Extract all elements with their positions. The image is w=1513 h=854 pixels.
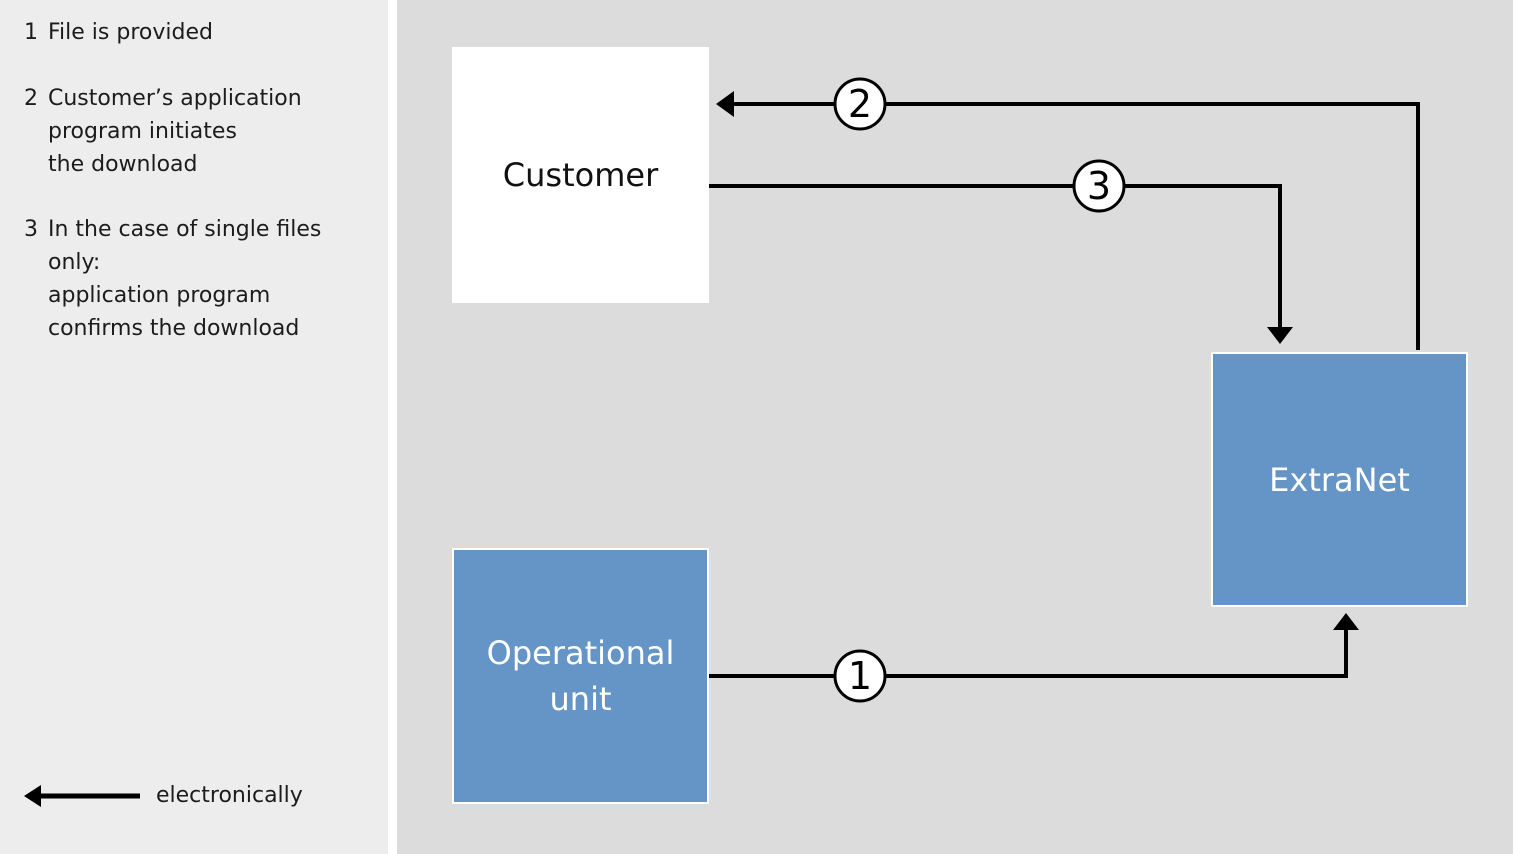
arrow-left-icon (24, 785, 140, 807)
extranet-node: ExtraNet (1211, 352, 1468, 607)
step-circle-number: 2 (847, 82, 873, 126)
step-circle-1: 1 (835, 651, 885, 701)
step-number: 3 (24, 217, 38, 242)
step-circle-number: 1 (847, 654, 873, 698)
step-number: 1 (24, 20, 38, 45)
step-circle-3: 3 (1074, 161, 1124, 211)
edge-2-arrow (716, 91, 1420, 350)
step-circle-2: 2 (835, 79, 885, 129)
operational-unit-node: Operational unit (452, 548, 709, 804)
step-text: File is provided (48, 20, 213, 45)
step-circle-1-ring (833, 649, 887, 703)
step-circle-3-ring (1072, 159, 1126, 213)
edge-1-arrow (709, 613, 1359, 678)
edge-3-arrow (709, 184, 1293, 344)
legend-arrow-label: electronically (156, 783, 303, 808)
step-number: 2 (24, 86, 38, 111)
step-circle-2-ring (833, 77, 887, 131)
customer-node: Customer (452, 47, 709, 303)
step-circle-number: 3 (1086, 164, 1112, 208)
step-text: Customer’s application program initiates… (48, 86, 302, 177)
step-text: In the case of single files only: applic… (48, 217, 322, 341)
legend-panel: 1 File is provided 2 Customer’s applicat… (0, 0, 388, 854)
